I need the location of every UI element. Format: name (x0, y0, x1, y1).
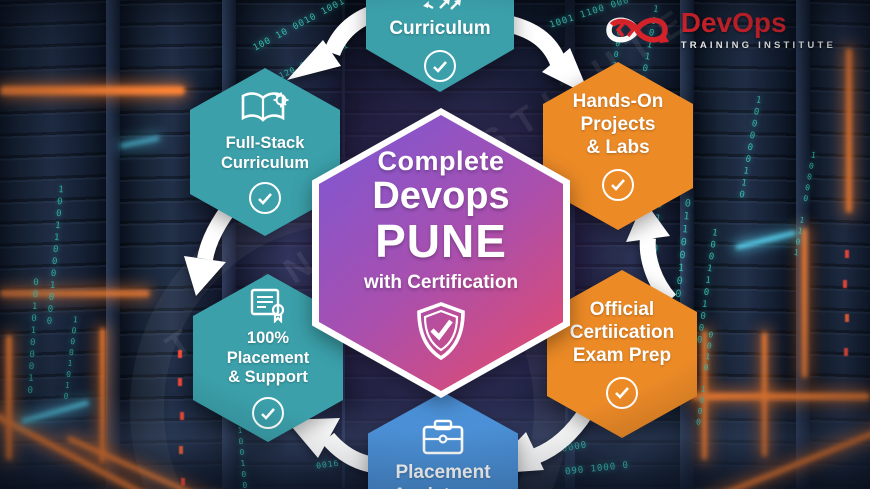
node-label: Full-Stack (225, 133, 305, 152)
node-curriculum: Curriculum (366, 0, 514, 92)
center-hexagon: Complete Devops PUNE with Certification (312, 108, 570, 398)
node-label: & Labs (586, 136, 650, 158)
node-label: Exam Prep (572, 344, 672, 366)
center-title-line1: Complete (377, 146, 505, 177)
rack-leds (178, 350, 182, 358)
devops-infinity-icon (605, 17, 669, 43)
light-strip (802, 228, 807, 378)
check-circle-icon (249, 182, 281, 215)
center-subtitle: with Certification (363, 271, 519, 293)
node-label: Official (589, 299, 655, 321)
node-label: & Support (228, 368, 308, 387)
rack-leds (845, 250, 849, 258)
node-label: Curriculum (220, 153, 309, 172)
node-label: Placement (226, 348, 310, 367)
check-circle-icon (606, 376, 638, 409)
briefcase-icon (422, 419, 464, 455)
open-book-arrows-icon (423, 0, 461, 11)
light-strip (690, 393, 870, 400)
check-circle-icon (602, 168, 634, 201)
light-strip (846, 48, 852, 213)
book-gear-icon (241, 91, 289, 122)
node-label: Hands-On (572, 91, 664, 113)
node-label: 100% (246, 328, 290, 347)
shield-check-icon (417, 301, 465, 360)
logo-subtitle-text: TRAINING INSTITUTE (680, 40, 836, 51)
light-strip (0, 290, 150, 297)
node-label: Curriculum (389, 18, 491, 40)
devops-training-institute-logo: DevOps TRAINING INSTITUTE (601, 8, 836, 52)
node-label: Projects (580, 114, 656, 136)
check-circle-icon (252, 397, 284, 430)
center-title-line3: PUNE (375, 215, 507, 268)
light-strip (100, 328, 105, 463)
check-circle-icon (424, 50, 456, 82)
node-label: Placement (395, 462, 491, 483)
logo-brand-text: DevOps (680, 7, 787, 38)
center-hexagon-face: Complete Devops PUNE with Certification (319, 115, 563, 391)
light-strip (6, 335, 12, 460)
light-strip (0, 86, 185, 95)
certificate-icon (250, 288, 285, 323)
node-placement-assistance: Placement Assistance (368, 392, 518, 489)
node-label: Certiication (569, 322, 675, 344)
node-label: Assistance (393, 485, 493, 489)
center-title-line2: Devops (372, 175, 510, 218)
